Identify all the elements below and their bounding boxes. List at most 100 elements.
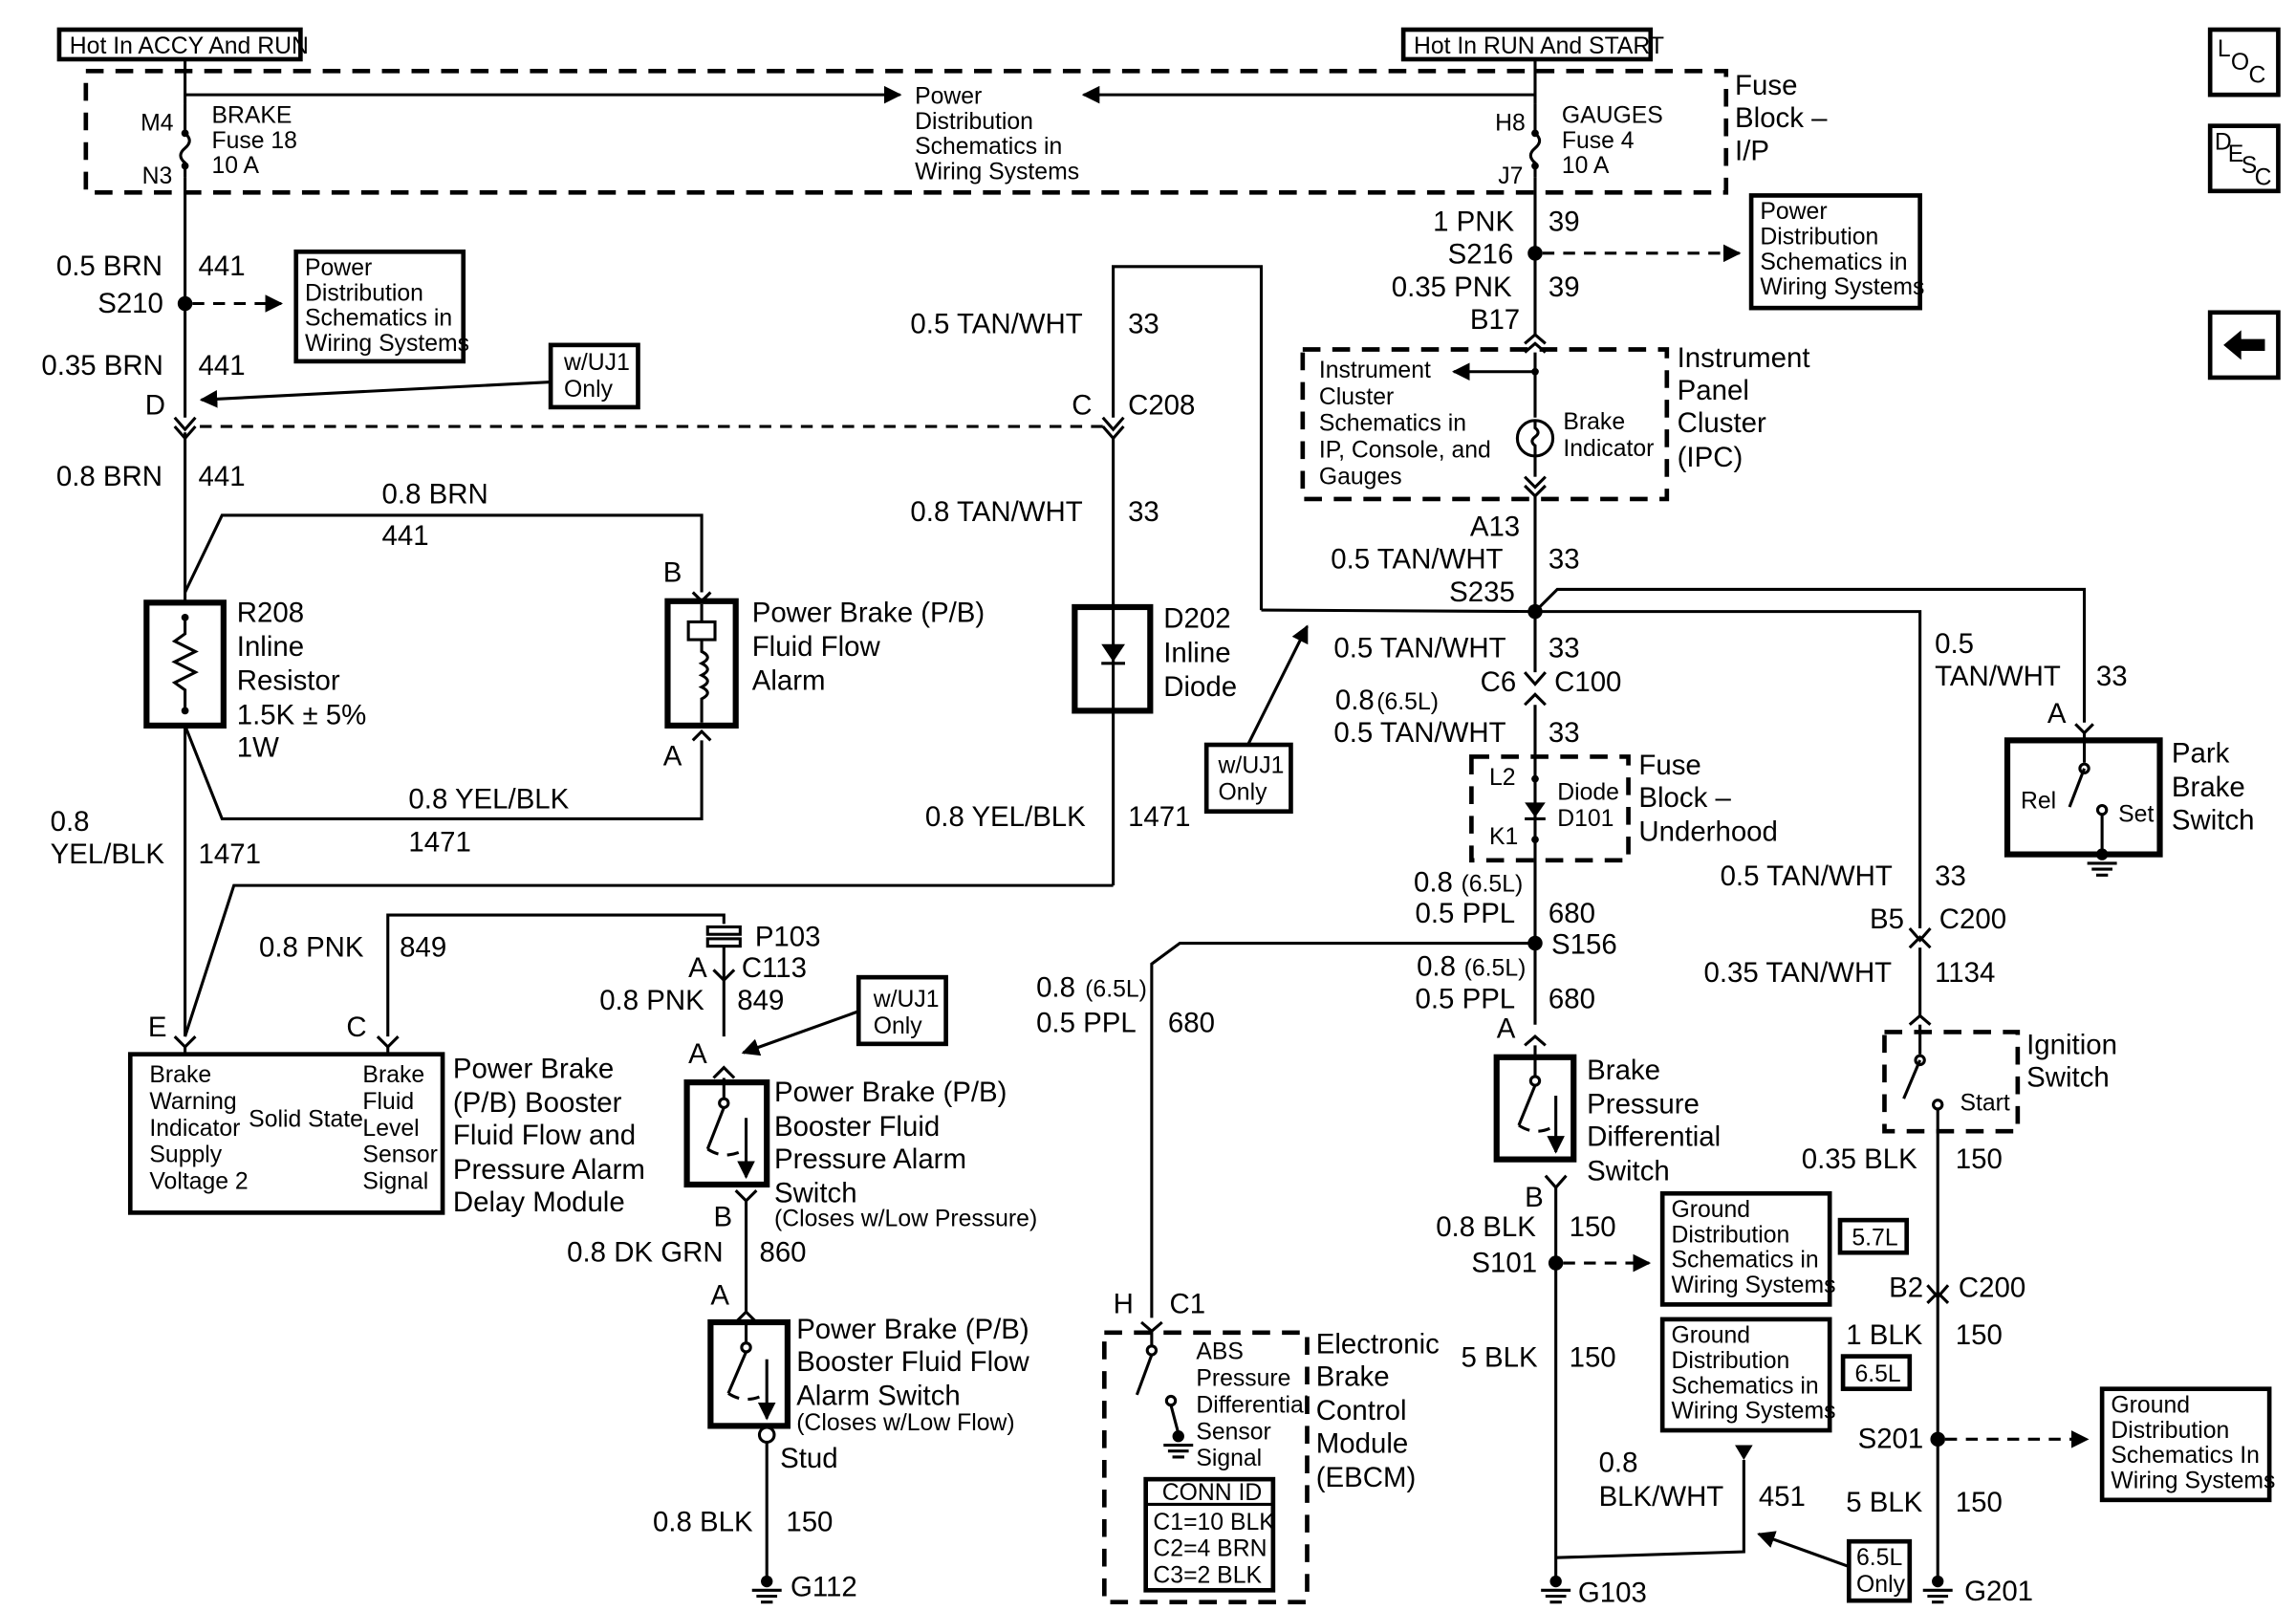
wire-0-8-yel-blk-bot: 0.8 YEL/BLK — [408, 784, 569, 816]
ipc-name-3: Cluster — [1678, 407, 1766, 439]
ign-pin-b5: B5 — [1870, 903, 1904, 935]
gd-ref-s101b-3: Schematics in — [1671, 1373, 1818, 1399]
fuse-block-ip-name: Fuse — [1735, 70, 1797, 101]
diff-name-2: Pressure — [1587, 1089, 1700, 1121]
back-button[interactable] — [2207, 310, 2281, 381]
ipc-indicator-2: Indicator — [1563, 436, 1654, 462]
ipc-pin-b17: B17 — [1470, 304, 1520, 336]
delay-name-2: (P/B) Booster — [453, 1087, 622, 1119]
resistor-l1: Inline — [237, 631, 304, 663]
gauges-fuse-name: GAUGES — [1562, 103, 1663, 129]
diff-wire-2-gauge: 5 BLK — [1462, 1341, 1538, 1373]
diff-pin-a: A — [1497, 1013, 1516, 1045]
gd-ref-s201-3: Schematics In — [2111, 1443, 2260, 1469]
diode-l2: Diode — [1163, 671, 1237, 703]
connector-c208: C208 — [1128, 390, 1195, 422]
splice-s101 — [1548, 1255, 1564, 1271]
delay-name-5: Delay Module — [453, 1186, 625, 1218]
ipc-outline — [1300, 347, 1670, 502]
diff-pin-b: B — [1525, 1182, 1544, 1213]
splice-s235-label: S235 — [1449, 577, 1515, 608]
diff-wire-3-circ: 451 — [1759, 1481, 1806, 1513]
flow-wire-gauge: 0.8 BLK — [653, 1506, 753, 1537]
ipc-ref-2: Cluster — [1319, 384, 1394, 410]
wire-0-8-ebcm: 0.8 — [1036, 971, 1075, 1003]
resistor-id: R208 — [237, 597, 304, 628]
conn-id-title: CONN ID — [1162, 1480, 1263, 1506]
wire-0-5-ppl-s156-a: 0.5 PPL — [1416, 898, 1516, 929]
diff-name-1: Brake — [1587, 1055, 1660, 1086]
circuit-680-b: 680 — [1549, 984, 1595, 1015]
gd-ref-s101-4: Wiring Systems — [1671, 1273, 1835, 1298]
circuit-441-a: 441 — [199, 250, 246, 282]
ebcm: H C1 ABS Pressure Differential Sensor Si… — [1101, 1289, 1440, 1605]
pressure-wire-2-gauge: 0.8 DK GRN — [567, 1236, 723, 1268]
pd-ref-s210-2: Distribution — [305, 280, 423, 306]
underhood-diode-1: Diode — [1557, 779, 1619, 805]
ign-name-1: Ignition — [2026, 1030, 2117, 1061]
underhood-name-1: Fuse — [1638, 750, 1700, 781]
diff-wire-1-circ: 150 — [1570, 1211, 1616, 1243]
wire-6-5l-s156-b: (6.5L) — [1464, 956, 1527, 982]
wire-0-8-s156-a: 0.8 — [1414, 866, 1453, 898]
flow-alarm-l2: Fluid Flow — [752, 631, 881, 663]
resistor-l3: 1.5K ± 5% — [237, 699, 366, 730]
fuse-block-underhood-outline — [1469, 754, 1631, 863]
pressure-pin-b: B — [713, 1201, 732, 1232]
ign-wire-1-circ: 33 — [1935, 860, 1966, 892]
wire-0-8-s156-b: 0.8 — [1417, 951, 1456, 983]
pressure-switch-box — [683, 1079, 770, 1188]
pd-ref-s216-4: Wiring Systems — [1760, 274, 1924, 300]
stud-label: Stud — [780, 1443, 838, 1474]
ipc-indicator-1: Brake — [1563, 409, 1625, 435]
pressure-wire-1-circ: 849 — [737, 985, 784, 1016]
park-wire-gauge-1: 0.5 — [1935, 628, 1974, 660]
conn-id-box — [1143, 1476, 1276, 1593]
connector-c113: C113 — [742, 952, 807, 984]
flow-switch-name-1: Power Brake (P/B) — [796, 1314, 1029, 1345]
ebcm-name-4: Module — [1316, 1427, 1408, 1459]
splice-s101-label: S101 — [1471, 1247, 1537, 1278]
ign-connector-c200: C200 — [1939, 903, 2006, 935]
brake-fuse-rating: 10 A — [211, 153, 259, 179]
ipc-name-4: (IPC) — [1678, 442, 1744, 473]
circuit-441-c: 441 — [199, 461, 246, 492]
circuit-1471-left: 1471 — [199, 838, 261, 870]
circuit-680-ebcm: 680 — [1168, 1007, 1215, 1038]
pressure-name-1: Power Brake (P/B) — [774, 1077, 1007, 1108]
gd-ref-s101b-2: Distribution — [1671, 1348, 1789, 1374]
delay-term-r3: Level — [362, 1116, 419, 1142]
desc-button[interactable]: D E S C — [2207, 123, 2281, 194]
delay-pin-c: C — [346, 1012, 366, 1043]
circuit-849-delay: 849 — [400, 931, 446, 963]
ebcm-sensor-5: Signal — [1196, 1446, 1262, 1471]
delay-term-r4: Sensor — [362, 1143, 437, 1168]
pd-ref-top-2: Distribution — [915, 109, 1033, 135]
hot-run-start-label: Hot In RUN And START — [1414, 33, 1664, 59]
ign-pin-b2: B2 — [1889, 1273, 1923, 1304]
gauges-fuse-rating: 10 A — [1562, 153, 1610, 179]
loc-button[interactable]: L O C — [2207, 27, 2281, 98]
connector-d-symbol — [173, 416, 197, 441]
back-arrow-icon — [2223, 330, 2265, 360]
ground-symbol-g103 — [1541, 1588, 1571, 1604]
gauges-fuse-symbol — [1528, 103, 1542, 178]
ign-name-2: Switch — [2026, 1062, 2110, 1094]
badge-5-7l-text: 5.7L — [1852, 1225, 1897, 1251]
ground-symbol-park — [2087, 861, 2117, 877]
underhood-diode-2: D101 — [1557, 806, 1614, 832]
park-name-3: Switch — [2172, 804, 2255, 836]
wire-0-8-left: 0.8 — [51, 806, 90, 838]
ebcm-sensor-1: ABS — [1196, 1339, 1244, 1365]
gauges-fuse-pin-in: H8 — [1495, 110, 1526, 136]
wire-6-5l-ebcm: (6.5L) — [1085, 976, 1147, 1002]
delay-name-1: Power Brake — [453, 1053, 614, 1084]
ebcm-pin-h: H — [1114, 1289, 1134, 1320]
ign-wire-2-circ: 1134 — [1935, 957, 1995, 989]
pressure-alarm-switch: P103 A C113 0.8 PNK 849 w/UJ1 Only A Pow… — [567, 922, 1037, 1314]
diode-d202-branch: 0.5 TAN/WHT 33 C C208 0.8 TAN/WHT 33 D20… — [184, 265, 1309, 1037]
splice-s216 — [1527, 246, 1543, 261]
loc-l: L — [2218, 36, 2231, 62]
delay-name-4: Pressure Alarm — [453, 1154, 645, 1186]
